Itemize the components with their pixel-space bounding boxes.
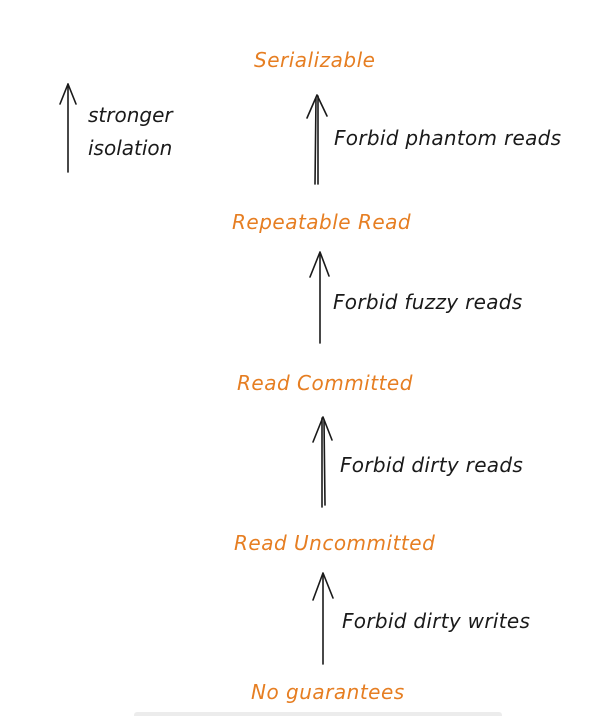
arrow-to-serializable xyxy=(306,94,328,185)
arrow-to-repeatable-read xyxy=(309,251,330,344)
level-repeatable-read: Repeatable Read xyxy=(232,210,412,234)
label-forbid-dirty-reads: Forbid dirty reads xyxy=(340,453,524,477)
label-forbid-fuzzy-reads: Forbid fuzzy reads xyxy=(333,290,523,314)
legend-up-arrow xyxy=(59,83,77,173)
level-read-uncommitted: Read Uncommitted xyxy=(234,531,436,555)
level-serializable: Serializable xyxy=(254,48,376,72)
legend-label-isolation: isolation xyxy=(88,136,173,160)
label-forbid-phantom-reads: Forbid phantom reads xyxy=(334,126,562,150)
label-forbid-dirty-writes: Forbid dirty writes xyxy=(342,609,531,633)
level-read-committed: Read Committed xyxy=(237,371,413,395)
level-no-guarantees: No guarantees xyxy=(251,680,405,704)
arrow-to-read-uncommitted xyxy=(312,572,334,665)
legend-label-stronger: stronger xyxy=(88,103,173,127)
arrow-to-read-committed xyxy=(312,416,333,508)
bottom-edge-bar xyxy=(134,712,502,716)
